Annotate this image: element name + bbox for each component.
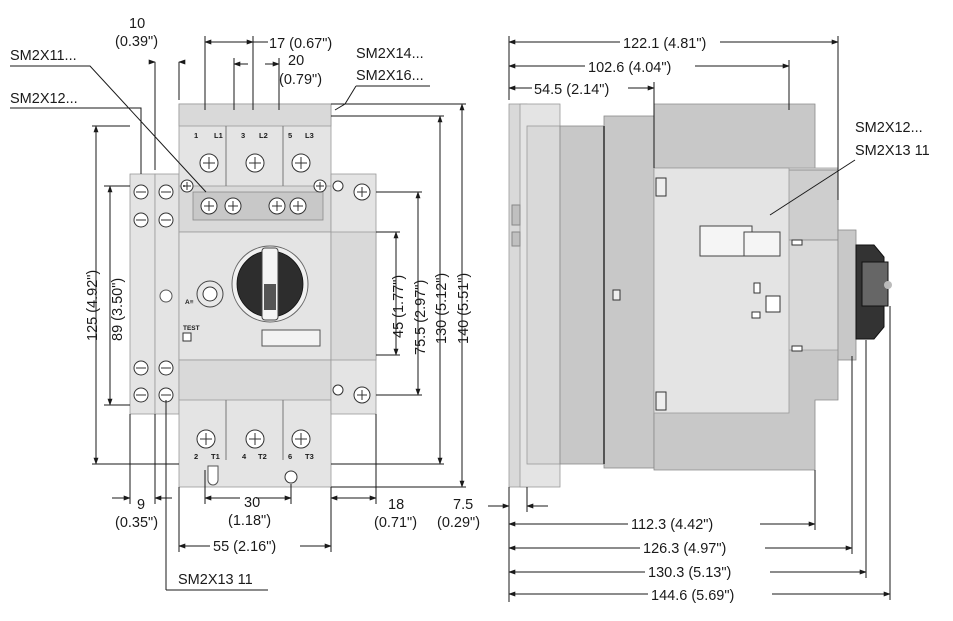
dim-top-17: 17 (0.67") [269, 36, 332, 52]
side-view: SM2X12... SM2X13 11 122.1 (4.81") 102.6 … [437, 36, 930, 604]
dim-w-30-mm: 30 [244, 495, 260, 511]
dim-w-9-in: (0.35") [115, 515, 158, 531]
label-sm2x16: SM2X16... [356, 68, 424, 84]
dim-d-112-3: 112.3 (4.42") [631, 517, 713, 533]
dim-w-55: 55 (2.16") [213, 539, 276, 555]
dim-h-140: 140 (5.51") [456, 273, 472, 344]
dim-top-10-in: (0.39") [115, 34, 158, 50]
dim-d-102-6: 102.6 (4.04") [588, 60, 671, 76]
label-sm2x12-left: SM2X12... [10, 91, 78, 107]
label-sm2x11: SM2X11... [10, 48, 77, 64]
dim-d-7-5-mm: 7.5 [453, 497, 473, 513]
dim-w-18-mm: 18 [388, 497, 404, 513]
dim-top-20-in: (0.79") [279, 72, 322, 88]
dim-h-125: 125 (4.92") [85, 270, 101, 341]
dim-d-126-3: 126.3 (4.97") [643, 541, 726, 557]
dim-d-54-5: 54.5 (2.14") [534, 82, 609, 98]
dim-top-10-mm: 10 [129, 16, 145, 32]
label-sm2x13-right: SM2X13 11 [855, 143, 930, 159]
terminal-top-5: 5 [288, 131, 292, 140]
dim-h-45: 45 (1.77") [391, 275, 407, 338]
terminal-top-l3: L3 [305, 131, 314, 140]
breaker-body: 1 L1 3 L2 5 L3 A≡ TEST [178, 103, 332, 488]
dim-h-75-5: 75.5 (2.97") [413, 280, 429, 355]
left-aux-block [129, 173, 180, 415]
terminal-bottom-t3: T3 [305, 452, 314, 461]
label-sm2x14: SM2X14... [356, 46, 424, 62]
svg-text:A≡: A≡ [185, 299, 194, 306]
test-label: TEST [183, 325, 200, 332]
dim-w-30-in: (1.18") [228, 513, 271, 529]
front-view: 1 L1 3 L2 5 L3 A≡ TEST [10, 16, 472, 591]
dim-top-20-mm: 20 [288, 53, 304, 69]
right-aux-block [330, 173, 377, 415]
dim-w-9-mm: 9 [137, 497, 145, 513]
dim-d-122-1: 122.1 (4.81") [623, 36, 706, 52]
terminal-bottom-6: 6 [288, 452, 292, 461]
dim-h-130: 130 (5.12") [434, 273, 450, 344]
terminal-bottom-4: 4 [242, 452, 247, 461]
terminal-bottom-t2: T2 [258, 452, 267, 461]
terminal-top-l2: L2 [259, 131, 268, 140]
dim-d-130-3: 130.3 (5.13") [648, 565, 731, 581]
dim-d-144-6: 144.6 (5.69") [651, 588, 734, 604]
terminal-bottom-2: 2 [194, 452, 198, 461]
dim-w-18-in: (0.71") [374, 515, 417, 531]
terminal-top-3: 3 [241, 131, 245, 140]
terminal-top-1: 1 [194, 131, 198, 140]
label-sm2x12-right: SM2X12... [855, 120, 923, 136]
terminal-top-l1: L1 [214, 131, 223, 140]
label-sm2x13-bottom: SM2X13 11 [178, 572, 253, 588]
terminal-bottom-t1: T1 [211, 452, 220, 461]
dim-d-7-5-in: (0.29") [437, 515, 480, 531]
dim-h-89: 89 (3.50") [110, 278, 126, 341]
